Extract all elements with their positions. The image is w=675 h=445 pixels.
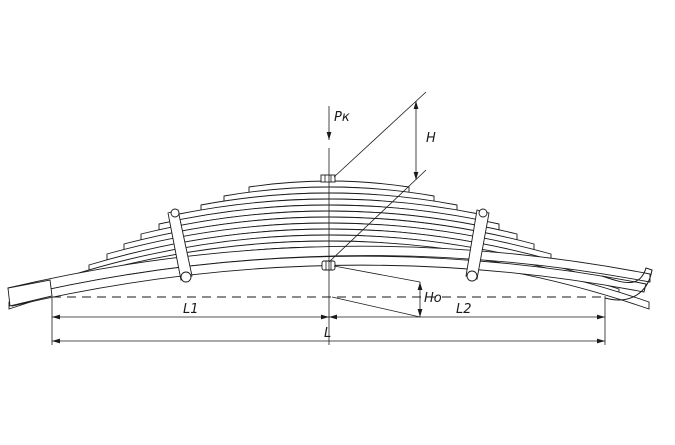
spring-leaves [7, 180, 651, 310]
static-height-label: Hо [424, 291, 442, 306]
left-length-label: L1 [183, 302, 199, 317]
height-label: H [426, 131, 436, 146]
right-length-label: L2 [456, 302, 472, 317]
left-rebound-clamp [167, 208, 193, 283]
right-spring-hook [601, 267, 653, 301]
static-height-incline-top [333, 265, 421, 283]
height-incline-top [333, 91, 427, 178]
center-bolt-nut [321, 260, 336, 271]
right-rebound-clamp [465, 208, 490, 282]
height-incline-bottom [328, 169, 427, 263]
load-label: Pк [334, 110, 350, 125]
second-main-leaf [9, 255, 647, 307]
left-spring-eye [7, 279, 53, 307]
static-height-incline-bottom [331, 296, 421, 318]
center-bolt-top [320, 174, 336, 183]
total-length-label: L [324, 326, 331, 341]
